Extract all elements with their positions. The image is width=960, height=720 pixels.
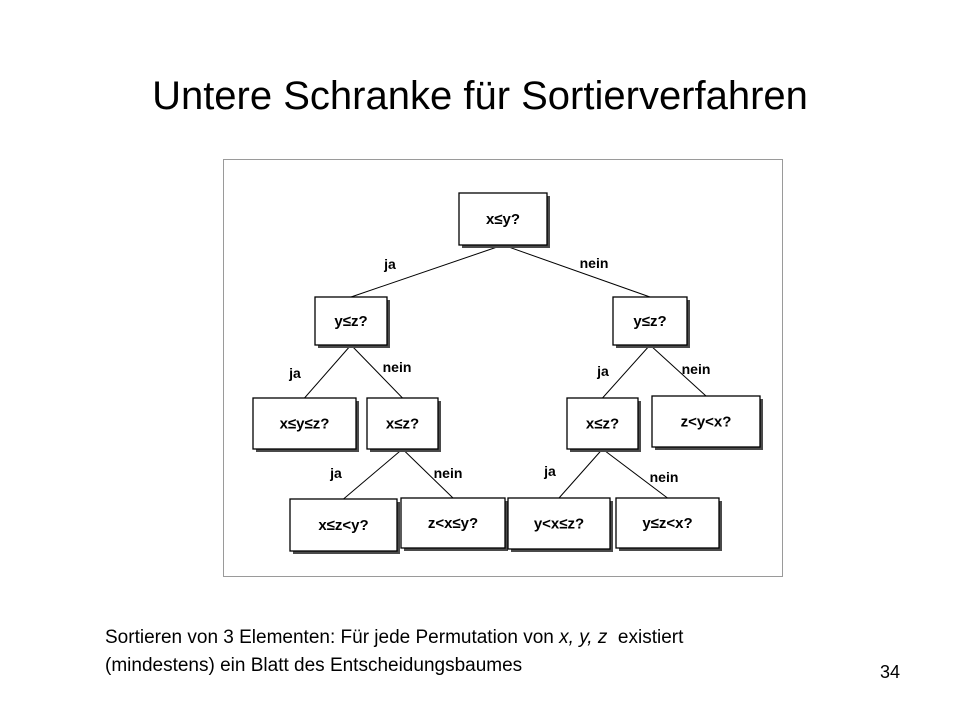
edge-rl-rll [558, 448, 603, 499]
node-label: x≤z? [386, 416, 419, 433]
caption-line1-suffix: existiert [607, 627, 684, 648]
node-label: y≤z? [633, 313, 666, 330]
edge-lr-lrl [343, 448, 403, 500]
edge-label-lr-lrl: ja [329, 465, 342, 481]
edge-root-r [502, 244, 651, 298]
node-label: x≤z<y? [318, 517, 368, 534]
edge-r-rl [602, 344, 651, 399]
node-box [615, 497, 720, 549]
nodes-layer: x≤y? y≤z? y≤z? x≤y≤z? x≤z? x≤z? z<y<x? x≤z<y? z<… [252, 192, 763, 554]
tree-node-ll: x≤y≤z? [252, 397, 359, 452]
edge-rl-rlr [602, 448, 668, 499]
tree-node-r: y≤z? [612, 296, 690, 348]
tree-node-rr: z<y<x? [651, 395, 763, 450]
node-box [458, 192, 548, 246]
edge-label-l-lr: nein [383, 359, 412, 375]
decision-tree-figure: ja nein ja nein ja nein ja nein ja nein x≤y? y≤z? y… [223, 159, 783, 577]
slide-title: Untere Schranke für Sortierverfahren [152, 74, 808, 118]
node-label: y<x≤z? [534, 516, 584, 533]
edge-label-root-l: ja [383, 256, 396, 272]
node-label: z<x≤y? [428, 515, 478, 532]
tree-node-root: x≤y? [458, 192, 550, 248]
node-box [366, 397, 439, 450]
node-box [566, 397, 639, 450]
edge-root-l [350, 244, 504, 298]
node-box [252, 397, 357, 450]
node-label: x≤y≤z? [280, 416, 330, 433]
node-label: y≤z<x? [642, 515, 692, 532]
edge-label-r-rl: ja [596, 363, 609, 379]
tree-node-lrl: x≤z<y? [289, 498, 400, 554]
node-label: x≤y? [486, 211, 520, 228]
tree-node-lr: x≤z? [366, 397, 441, 452]
caption-line1-prefix: Sortieren von 3 Elementen: Für jede Perm… [105, 627, 560, 648]
node-box [612, 296, 688, 346]
edge-label-l-ll: ja [288, 365, 301, 381]
edge-label-root-r: nein [580, 255, 609, 271]
node-label: y≤z? [334, 313, 367, 330]
node-box [289, 498, 398, 552]
tree-node-rl: x≤z? [566, 397, 641, 452]
node-box [314, 296, 388, 346]
edges-layer: ja nein ja nein ja nein ja nein ja nein [288, 244, 711, 500]
edge-l-lr [350, 344, 403, 399]
caption-line2: (mindestens) ein Blatt des Entscheidungs… [105, 655, 523, 676]
edge-label-lr-lrr: nein [434, 465, 463, 481]
node-label: z<y<x? [681, 414, 732, 431]
node-label: x≤z? [586, 416, 619, 433]
tree-node-rll: y<x≤z? [507, 497, 613, 552]
page-number: 34 [880, 662, 901, 682]
edge-label-r-rr: nein [682, 361, 711, 377]
decision-tree: ja nein ja nein ja nein ja nein ja nein x≤y? y≤z? y… [252, 192, 763, 554]
tree-node-lrr: z<x≤y? [400, 497, 508, 551]
node-box [651, 395, 761, 448]
edge-label-rl-rlr: nein [650, 469, 679, 485]
node-box [507, 497, 611, 550]
edge-r-rr [649, 344, 707, 397]
caption: Sortieren von 3 Elementen: Für jede Perm… [105, 624, 865, 680]
node-box [400, 497, 506, 549]
caption-line1-vars: x, y, z [559, 627, 608, 648]
tree-node-rlr: y≤z<x? [615, 497, 722, 551]
tree-node-l: y≤z? [314, 296, 390, 348]
edge-lr-lrr [402, 448, 454, 499]
edge-l-ll [304, 344, 352, 399]
edge-label-rl-rll: ja [543, 463, 556, 479]
